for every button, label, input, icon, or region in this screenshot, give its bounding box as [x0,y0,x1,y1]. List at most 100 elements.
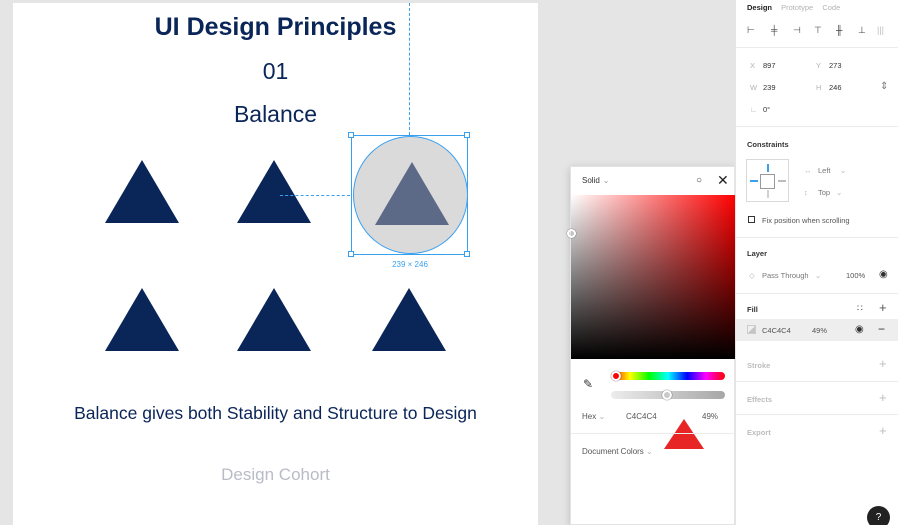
frame-subtitle[interactable]: Balance [233,101,318,127]
circle-shape[interactable] [353,136,468,254]
add-stroke-icon[interactable]: + [879,356,887,371]
panel-tabs: Design Prototype Code [747,3,847,12]
properties-panel: Design Prototype Code ⊢ ╪ ⊣ ⊤ ╫ ⊥ ||| X … [735,0,898,525]
opacity-input[interactable]: 49% [702,412,719,421]
artboard-frame[interactable]: UI Design Principles 01 Balance Balance … [13,3,538,525]
hue-slider-knob[interactable] [611,371,621,381]
effects-title: Effects [747,395,773,404]
triangle-shape[interactable] [375,162,449,225]
color-selector-dot[interactable] [567,229,576,238]
layer-title: Layer [747,249,768,258]
color-format-dropdown[interactable]: Hex ⌄ [582,412,605,421]
resize-handle-bottom-right[interactable] [464,251,470,257]
triangle-shape[interactable] [105,288,179,351]
constraints-title: Constraints [747,140,789,149]
align-top-icon[interactable]: ⊤ [814,25,822,35]
resize-handle-bottom-left[interactable] [348,251,354,257]
color-format-label: Hex [582,412,597,421]
frame-title[interactable]: UI Design Principles [154,13,397,41]
measure-guide-horizontal [280,195,350,196]
remove-fill-icon[interactable]: − [878,322,886,336]
layer-opacity-input[interactable]: 100% [846,271,866,280]
fill-hex-input[interactable]: C4C4C4 [762,326,791,335]
color-picker-popup: Solid⌄ ○ ✕ ✎ Hex ⌄ C4C4C4 49% Document C… [567,166,736,525]
fill-row[interactable]: C4C4C4 49% ◉ − [736,319,898,341]
vertical-constraint-icon: ↕ [804,188,808,197]
picker-header: Solid⌄ ○ ✕ [571,167,736,195]
constraint-right[interactable] [778,180,786,182]
opacity-slider-knob[interactable] [662,390,672,400]
vertical-constraint-dropdown[interactable]: Top [818,188,831,197]
chevron-down-icon: ⌄ [836,188,843,197]
fix-position-label[interactable]: Fix position when scrolling [762,216,850,225]
align-vertical-center-icon[interactable]: ╫ [836,25,843,35]
constraint-center-box [760,174,775,189]
triangle-shape[interactable] [105,160,179,223]
frame-caption[interactable]: Balance gives both Stability and Structu… [74,403,477,423]
help-button[interactable]: ? [867,506,890,525]
eye-icon[interactable]: ◉ [855,324,864,335]
h-input[interactable]: 246 [829,83,842,92]
measure-guide-vertical [409,3,410,135]
chevron-down-icon: ⌄ [815,271,822,280]
rotation-icon: ∟ [750,105,758,114]
section-divider [736,47,898,48]
w-label: W [750,83,758,92]
hue-slider[interactable] [611,371,725,381]
fill-title: Fill [747,305,758,314]
rotation-input[interactable]: 0° [763,105,771,114]
x-input[interactable]: 897 [763,61,776,70]
constrain-proportions-icon[interactable]: ⇕ [880,81,889,92]
resize-handle-top-left[interactable] [348,132,354,138]
align-right-icon[interactable]: ⊣ [793,25,801,35]
tab-code[interactable]: Code [822,3,841,12]
frame-number[interactable]: 01 [262,58,289,84]
blend-mode-icon: ◇ [749,271,755,280]
distribute-icon[interactable]: ||| [877,25,885,35]
y-input[interactable]: 273 [829,61,842,70]
close-icon[interactable]: ✕ [717,172,729,188]
w-input[interactable]: 239 [763,83,776,92]
red-arrow-annotation [664,419,704,449]
saturation-field[interactable] [567,195,736,359]
constraint-left[interactable] [750,180,758,182]
y-label: Y [816,61,822,70]
alignment-toolbar: ⊢ ╪ ⊣ ⊤ ╫ ⊥ ||| [747,25,897,39]
eyedropper-icon[interactable]: ✎ [583,377,594,391]
align-bottom-icon[interactable]: ⊥ [858,25,866,35]
opacity-slider[interactable] [611,390,725,400]
document-colors-dropdown[interactable]: Document Colors ⌄ [582,447,653,456]
fix-position-checkbox[interactable] [748,216,755,223]
tab-design[interactable]: Design [747,3,773,12]
fill-type-dropdown[interactable]: Solid⌄ [582,176,610,185]
styles-icon[interactable]: ○ [696,175,703,186]
add-effect-icon[interactable]: + [879,390,887,405]
triangle-shape[interactable] [237,288,311,351]
fill-swatch[interactable] [747,325,756,334]
frame-footer[interactable]: Design Cohort [221,465,330,484]
stroke-title: Stroke [747,361,771,370]
triangle-shape[interactable] [237,160,311,223]
horizontal-constraint-icon: ↔ [804,166,812,175]
fill-opacity-input[interactable]: 49% [812,326,828,335]
align-left-icon[interactable]: ⊢ [747,25,755,35]
tab-prototype[interactable]: Prototype [781,3,814,12]
eye-icon[interactable]: ◉ [879,269,888,280]
add-export-icon[interactable]: + [879,423,887,438]
section-divider [736,293,898,294]
section-divider [736,414,898,415]
align-horizontal-center-icon[interactable]: ╪ [771,25,778,35]
chevron-down-icon: ⌄ [646,447,653,456]
hex-input[interactable]: C4C4C4 [626,412,657,421]
x-label: X [750,61,756,70]
constraint-top[interactable] [767,164,769,172]
resize-handle-top-right[interactable] [464,132,470,138]
style-grid-icon[interactable]: ∷ [857,303,863,313]
blend-mode-dropdown[interactable]: Pass Through [762,271,809,280]
constraint-widget[interactable] [746,159,789,202]
selected-circle-group[interactable] [348,132,470,257]
triangle-shape[interactable] [372,288,446,351]
add-fill-icon[interactable]: + [879,300,887,315]
horizontal-constraint-dropdown[interactable]: Left [818,166,831,175]
constraint-bottom[interactable] [767,190,769,198]
